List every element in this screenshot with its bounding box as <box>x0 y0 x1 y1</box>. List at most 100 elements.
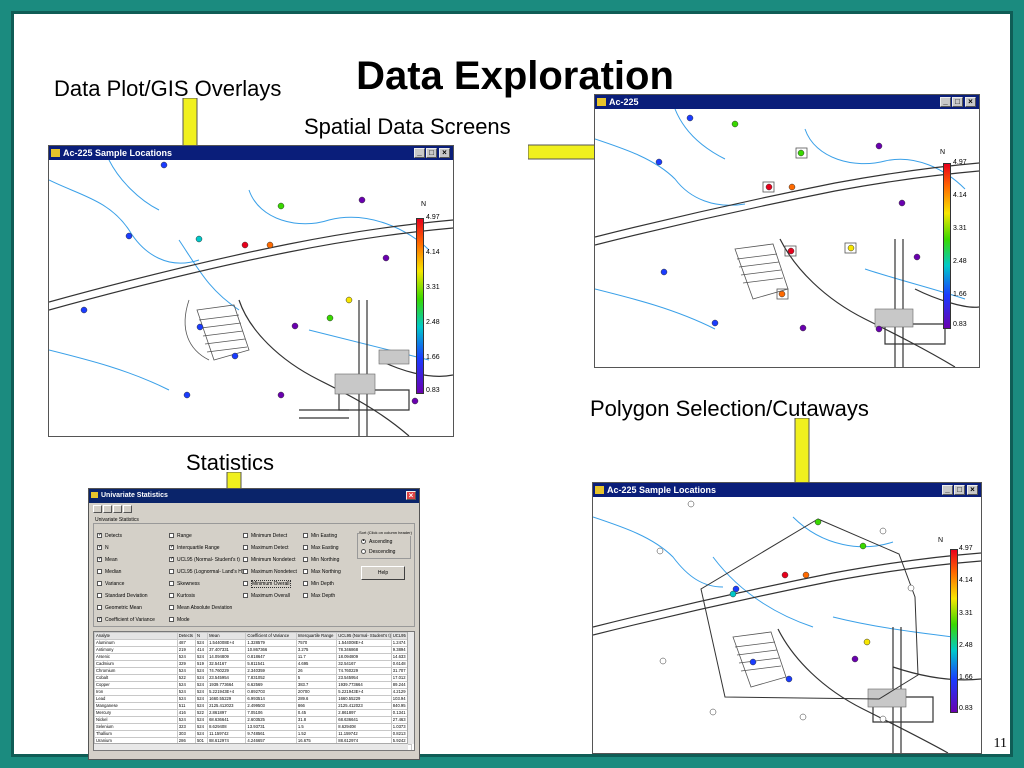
table-cell: Cobalt <box>94 674 178 682</box>
checkbox-kurtosis[interactable]: Kurtosis <box>169 593 195 600</box>
checkbox-min-nondetect[interactable]: Minimum Nondetect <box>243 557 295 564</box>
radio-ascending[interactable]: •Ascending <box>361 538 393 545</box>
column-header[interactable]: Analyte <box>94 632 178 640</box>
close-icon[interactable]: × <box>406 491 416 500</box>
table-cell: 23.545954 <box>336 674 392 682</box>
colorbar-label: 4.97 <box>953 159 967 166</box>
checkbox-variance[interactable]: Variance <box>97 581 124 588</box>
colorbar-label: 3.31 <box>959 610 973 617</box>
checkbox-detects[interactable]: ✓Detects <box>97 532 122 539</box>
table-cell: Mercury <box>94 709 178 717</box>
north-label: N <box>421 201 426 208</box>
checkbox-max-northing[interactable]: Max Northing <box>303 569 341 576</box>
column-header[interactable]: Interquartile Range <box>295 632 338 640</box>
minimize-icon[interactable]: _ <box>940 97 951 107</box>
maximize-icon[interactable]: □ <box>954 485 965 495</box>
window-titlebar[interactable]: Univariate Statistics × <box>89 489 419 503</box>
table-cell: Aluminum <box>94 639 178 647</box>
colorbar-label: 4.14 <box>953 192 967 199</box>
print-icon[interactable] <box>93 505 102 513</box>
vertical-scrollbar[interactable] <box>407 632 414 744</box>
column-header[interactable]: Mean <box>207 632 247 640</box>
checkbox-min-depth[interactable]: Min Depth <box>303 581 334 588</box>
copy-icon[interactable] <box>113 505 122 513</box>
checkbox-mad[interactable]: Mean Absolute Deviation <box>169 605 232 612</box>
close-icon[interactable]: × <box>967 485 978 495</box>
checkbox-max-nondetect[interactable]: Maximum Nondetect <box>243 569 297 576</box>
window-titlebar[interactable]: Ac-225 Sample Locations _ □ × <box>593 483 981 497</box>
checkbox-max-easting[interactable]: Max Easting <box>303 545 339 552</box>
checkbox-skewness[interactable]: Skewness <box>169 581 200 588</box>
checkbox-mean[interactable]: ✓Mean <box>97 556 118 563</box>
map-window-right[interactable]: Ac-225 _ □ × <box>594 94 980 368</box>
table-cell: 524 <box>176 653 196 661</box>
minimize-icon[interactable]: _ <box>942 485 953 495</box>
checkbox-min-easting[interactable]: Min Easting <box>303 533 337 540</box>
map-canvas[interactable]: N <box>49 160 453 436</box>
checkbox-ucl95-normal[interactable]: ✓UCL95 (Normal- Student's t) <box>169 556 240 563</box>
checkbox-cov[interactable]: ✓Coefficient of Variance <box>97 616 155 623</box>
close-icon[interactable]: × <box>439 148 450 158</box>
window-titlebar[interactable]: Ac-225 Sample Locations _ □ × <box>49 146 453 160</box>
colorbar-label: 4.14 <box>426 249 440 256</box>
horizontal-scrollbar[interactable] <box>94 743 408 750</box>
map-canvas[interactable]: N <box>593 497 981 753</box>
maximize-icon[interactable]: □ <box>426 148 437 158</box>
column-header[interactable]: N <box>194 632 209 640</box>
checkbox-min-northing[interactable]: Min Northing <box>303 557 339 564</box>
maximize-icon[interactable]: □ <box>952 97 963 107</box>
help-button[interactable]: Help <box>361 566 405 580</box>
column-header[interactable]: Detects <box>176 632 196 640</box>
window-titlebar[interactable]: Ac-225 _ □ × <box>595 95 979 109</box>
checkbox-mode[interactable]: Mode <box>169 617 190 624</box>
checkbox-median[interactable]: Median <box>97 569 121 576</box>
statistics-window[interactable]: Univariate Statistics × Univariate Stati… <box>88 488 420 760</box>
checkbox-box <box>303 533 308 539</box>
radio-descending[interactable]: Descending <box>361 549 395 556</box>
close-icon[interactable]: × <box>965 97 976 107</box>
checkbox-min-detect[interactable]: Minimum Detect <box>243 533 287 540</box>
table-cell: 524 <box>176 716 196 724</box>
export-icon[interactable] <box>123 505 132 513</box>
checkbox-std-dev[interactable]: Standard Deviation <box>97 593 148 600</box>
checkbox-geo-mean[interactable]: Geometric Mean <box>97 605 142 612</box>
map-canvas[interactable]: N <box>595 109 979 367</box>
checkbox-max-detect[interactable]: Maximum Detect <box>243 545 289 552</box>
table-cell: 524 <box>194 653 209 661</box>
column-header[interactable]: Coefficient of Variance <box>245 632 297 640</box>
minimize-icon[interactable]: _ <box>414 148 425 158</box>
checkbox-box <box>243 593 248 599</box>
checkbox-range[interactable]: Range <box>169 533 192 540</box>
checkbox-ucl95-lognormal[interactable]: UCL95 (Lognormal- Land's H) <box>169 569 244 576</box>
checkbox-max-overall[interactable]: Maximum Overall <box>243 593 290 600</box>
checkbox-n[interactable]: ✓N <box>97 544 109 551</box>
column-header[interactable]: UCL95 (Normal- Student's t) <box>336 632 392 640</box>
colorbar-label: 0.83 <box>953 321 967 328</box>
checkbox-iqr[interactable]: ✓Interquartile Range <box>169 544 220 551</box>
map-window-left[interactable]: Ac-225 Sample Locations _ □ × <box>48 145 454 437</box>
save-icon[interactable] <box>103 505 112 513</box>
checkbox-box <box>169 533 174 539</box>
map-window-bottom[interactable]: Ac-225 Sample Locations _ □ × <box>592 482 982 754</box>
table-cell: 11.159742 <box>336 730 392 738</box>
table-cell: 524 <box>194 723 209 731</box>
checkbox-min-overall[interactable]: Minimum Overall <box>243 580 291 588</box>
checkbox-max-depth[interactable]: Max Depth <box>303 593 335 600</box>
table-cell: Iron <box>94 688 178 696</box>
